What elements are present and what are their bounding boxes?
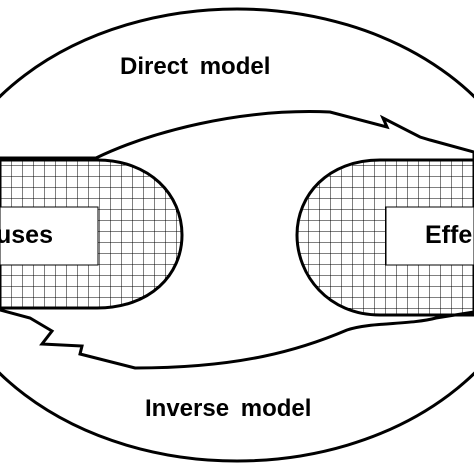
causes-label-box bbox=[0, 206, 99, 266]
effects-label: Effe bbox=[425, 221, 473, 249]
direct-model-label: Direct model bbox=[120, 53, 271, 80]
inverse-model-label: Inverse model bbox=[145, 395, 312, 422]
causes-label: uses bbox=[0, 221, 53, 249]
inner-boundary bbox=[0, 110, 474, 370]
effects-label-box bbox=[385, 206, 474, 266]
outer-boundary bbox=[0, 7, 474, 463]
